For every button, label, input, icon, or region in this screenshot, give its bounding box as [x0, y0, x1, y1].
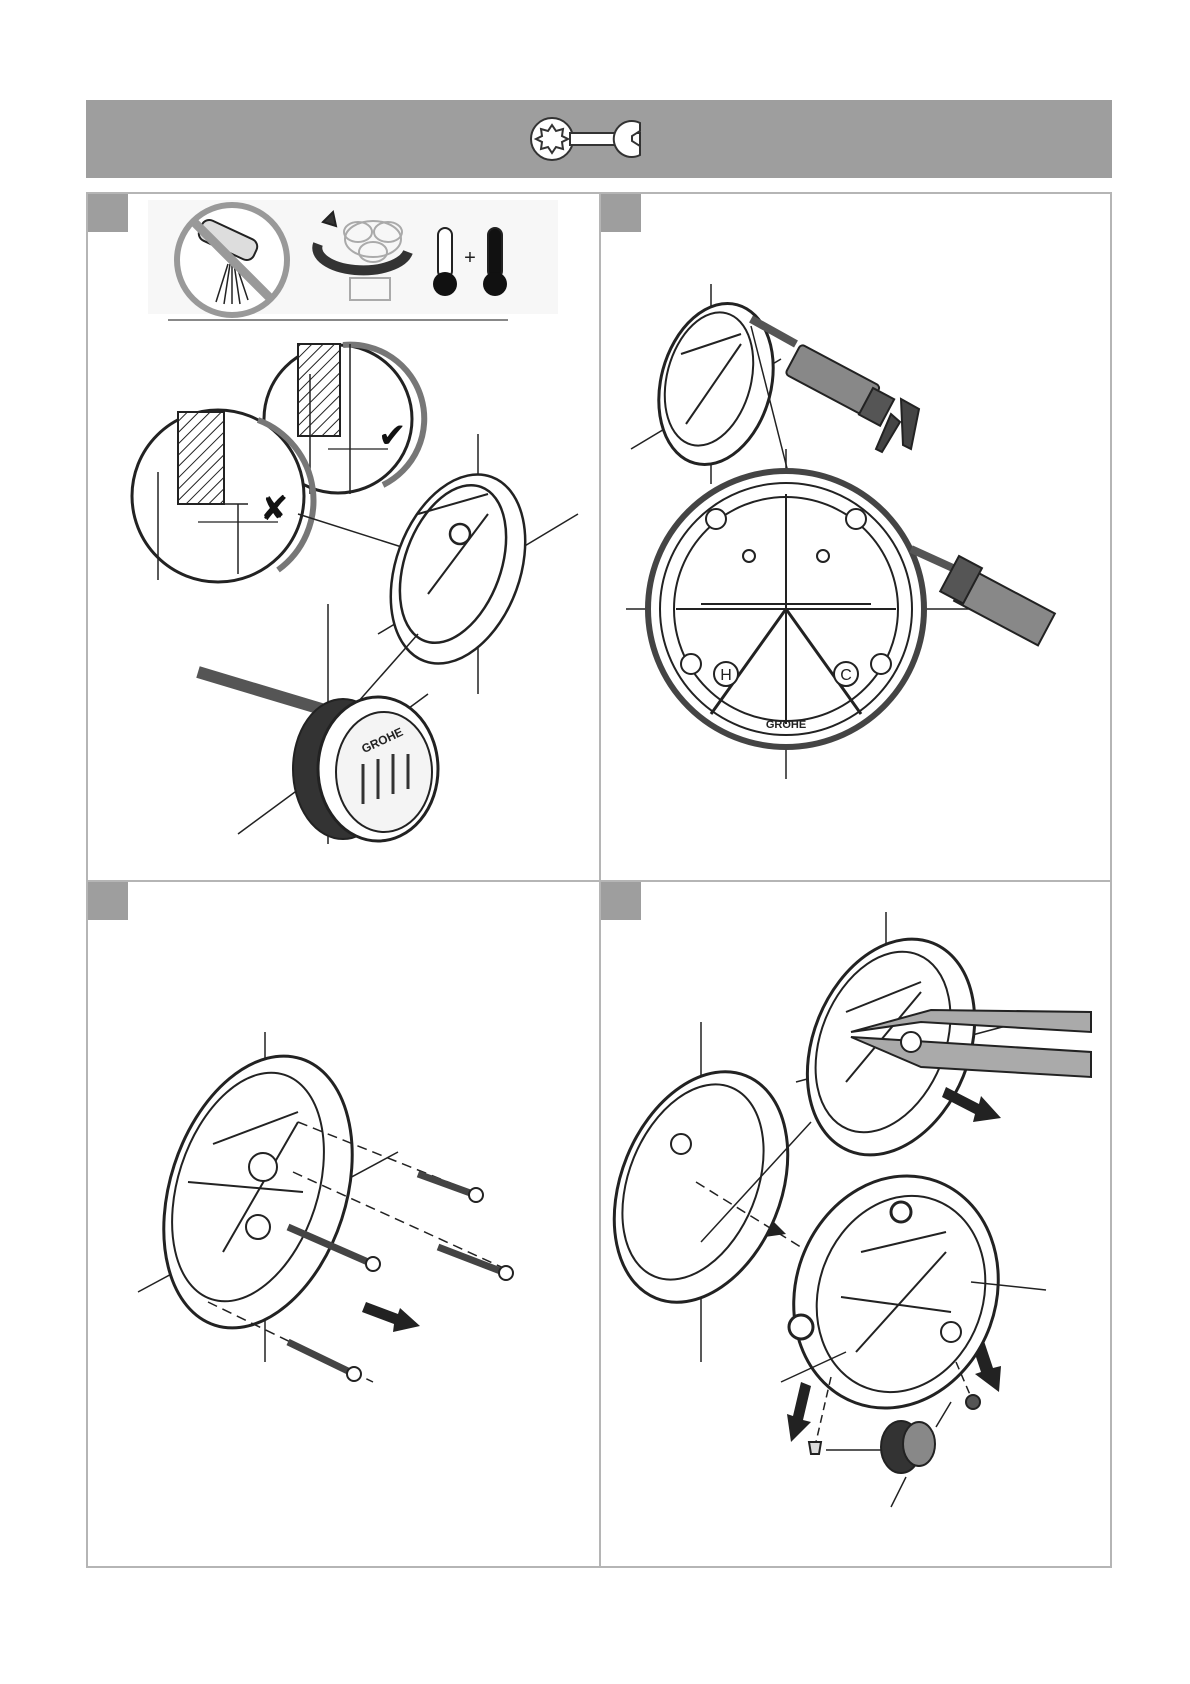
hot-label: H: [720, 667, 732, 684]
large-flange: [626, 449, 1021, 779]
brand-logo: GROHE: [766, 719, 806, 731]
left-flange: [601, 1022, 820, 1362]
detail-circle-wrong: ✘: [132, 410, 313, 582]
step-1-illustration: + ✔ ✘: [88, 194, 599, 880]
step-panel-4: [601, 882, 1112, 1568]
wrench-icon: [86, 100, 1112, 178]
step-2-illustration: H C GROHE: [601, 194, 1112, 880]
step-4-illustration: [601, 882, 1112, 1568]
direction-arrow-icon: [362, 1302, 420, 1332]
instruction-grid: + ✔ ✘: [86, 192, 1112, 1568]
no-spray-icon: [177, 205, 287, 315]
step-3-illustration: [88, 882, 599, 1568]
step-panel-1: + ✔ ✘: [88, 194, 599, 880]
sealant-gun-icon: [751, 319, 919, 452]
wrong-mark: ✘: [260, 489, 289, 529]
step-panel-3: [88, 882, 599, 1568]
correct-mark: ✔: [378, 416, 407, 456]
cold-label: C: [840, 667, 852, 684]
cartridge-icon: [881, 1402, 951, 1507]
mounting-flange: [131, 1032, 398, 1362]
tools-header-bar: [86, 100, 1112, 178]
plus-sign: +: [464, 247, 476, 269]
step-panel-2: H C GROHE: [601, 194, 1112, 880]
